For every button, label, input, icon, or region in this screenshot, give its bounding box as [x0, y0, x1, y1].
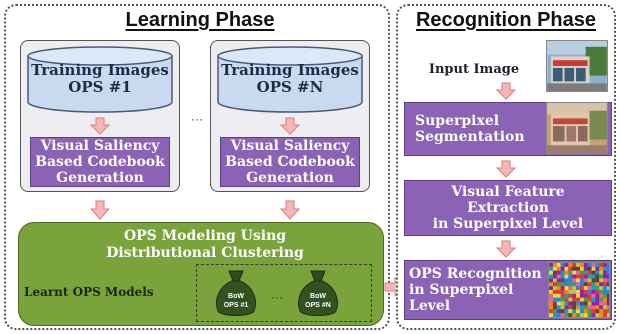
input-image-label: Input Image: [428, 62, 520, 77]
recognition-result-thumbnail: [548, 262, 610, 318]
input-image-thumbnail: [546, 40, 608, 92]
feature-extraction-box: Visual Feature Extraction in Superpixel …: [404, 180, 612, 236]
bag-icon: [216, 270, 256, 316]
bags-ellipsis: ···: [271, 290, 283, 304]
learnt-models-container: [196, 264, 372, 322]
arrow-down-icon: [496, 160, 516, 178]
arrow-down-icon: [496, 82, 516, 100]
codebook-generation-box-n: Visual Saliency Based Codebook Generatio…: [220, 137, 360, 187]
arrow-down-icon: [90, 117, 110, 135]
database-cylinder-1: [27, 46, 173, 113]
learnt-ops-models-label: Learnt OPS Models: [24, 285, 154, 299]
segmentation-thumbnail: [546, 102, 608, 154]
training-images-ops-n-label: Training Images OPS #N: [221, 61, 359, 96]
recognition-phase-title: Recognition Phase: [415, 9, 597, 31]
arrow-down-icon: [280, 117, 300, 135]
arrow-down-icon: [496, 240, 516, 258]
bag-ops-1-label: BoW OPS #1: [223, 293, 249, 309]
bag-ops-n-label: BoW OPS #N: [305, 293, 331, 309]
training-images-ops-1-label: Training Images OPS #1: [31, 61, 169, 96]
columns-ellipsis: ···: [191, 112, 203, 126]
codebook-generation-box-1: Visual Saliency Based Codebook Generatio…: [30, 137, 170, 187]
learning-phase-title: Learning Phase: [125, 9, 275, 31]
database-cylinder-n: [217, 46, 363, 113]
ops-modeling-title: OPS Modeling Using Distributional Cluste…: [106, 228, 304, 261]
arrow-down-icon: [280, 200, 300, 220]
arrow-down-icon: [90, 200, 110, 220]
bag-icon: [298, 270, 338, 316]
